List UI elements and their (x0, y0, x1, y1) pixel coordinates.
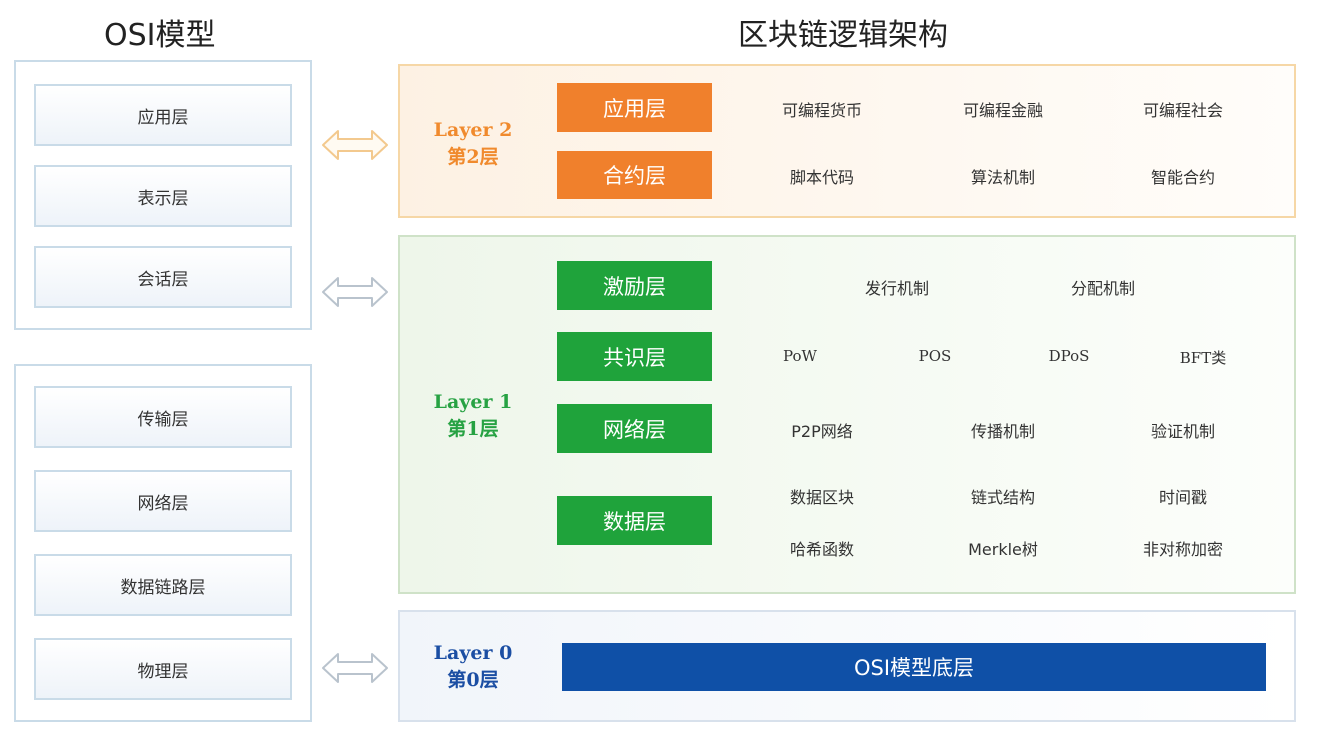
osi-application-layer: 应用层 (34, 84, 292, 146)
layer-consensus: 共识层 (557, 332, 712, 381)
layer1-item: 非对称加密 (1142, 540, 1224, 559)
layer2-item: 可编程金融 (962, 101, 1044, 120)
osi-session-layer: 会话层 (34, 246, 292, 308)
layer2-item: 可编程货币 (781, 101, 863, 120)
osi-network-layer: 网络层 (34, 470, 292, 532)
layer-application: 应用层 (557, 83, 712, 132)
osi-lower-group: 传输层 网络层 数据链路层 物理层 (14, 364, 312, 722)
layer1-item: PoW (783, 347, 817, 365)
layer1-label-cn: 第1层 (447, 418, 499, 440)
layer-data: 数据层 (557, 496, 712, 545)
osi-title: OSI模型 (104, 18, 216, 53)
layer2-item: 可编程社会 (1142, 101, 1224, 120)
layer2-region (398, 64, 1296, 218)
osi-transport-layer: 传输层 (34, 386, 292, 448)
layer0-label-cn: 第0层 (447, 669, 499, 691)
layer-contract: 合约层 (557, 151, 712, 199)
layer1-item: 验证机制 (1150, 422, 1216, 441)
layer1-label: Layer 1 第1层 (418, 389, 528, 443)
osi-physical-layer: 物理层 (34, 638, 292, 700)
layer1-item: 链式结构 (970, 488, 1036, 507)
osi-upper-group: 应用层 表示层 会话层 (14, 60, 312, 330)
layer-network: 网络层 (557, 404, 712, 453)
layer1-item: 数据区块 (789, 488, 855, 507)
layer-incentive: 激励层 (557, 261, 712, 310)
blockchain-title: 区块链逻辑架构 (738, 18, 948, 53)
layer1-item: 传播机制 (970, 422, 1036, 441)
layer0-label: Layer 0 第0层 (418, 640, 528, 694)
layer1-item: 哈希函数 (789, 540, 855, 559)
layer1-label-en: Layer 1 (433, 391, 513, 413)
layer1-item: 分配机制 (1070, 279, 1136, 298)
layer1-item: 发行机制 (864, 279, 930, 298)
layer2-label-en: Layer 2 (433, 119, 513, 141)
layer1-item: POS (918, 347, 952, 365)
layer2-item: 智能合约 (1150, 168, 1216, 187)
layer1-item: DPoS (1048, 347, 1090, 365)
double-arrow-icon (322, 653, 388, 683)
layer0-label-en: Layer 0 (433, 642, 513, 664)
layer2-item: 算法机制 (970, 168, 1036, 187)
layer1-item: 时间戳 (1158, 488, 1208, 507)
osi-presentation-layer: 表示层 (34, 165, 292, 227)
layer1-region (398, 235, 1296, 594)
double-arrow-icon (322, 130, 388, 160)
layer1-item: BFT类 (1179, 349, 1227, 367)
double-arrow-icon (322, 277, 388, 307)
layer2-label-cn: 第2层 (447, 146, 499, 168)
layer1-item: Merkle树 (968, 540, 1038, 559)
osi-datalink-layer: 数据链路层 (34, 554, 292, 616)
layer1-item: P2P网络 (791, 422, 853, 441)
osi-base-layer-bar: OSI模型底层 (562, 643, 1266, 691)
layer2-item: 脚本代码 (789, 168, 855, 187)
layer2-label: Layer 2 第2层 (418, 117, 528, 171)
